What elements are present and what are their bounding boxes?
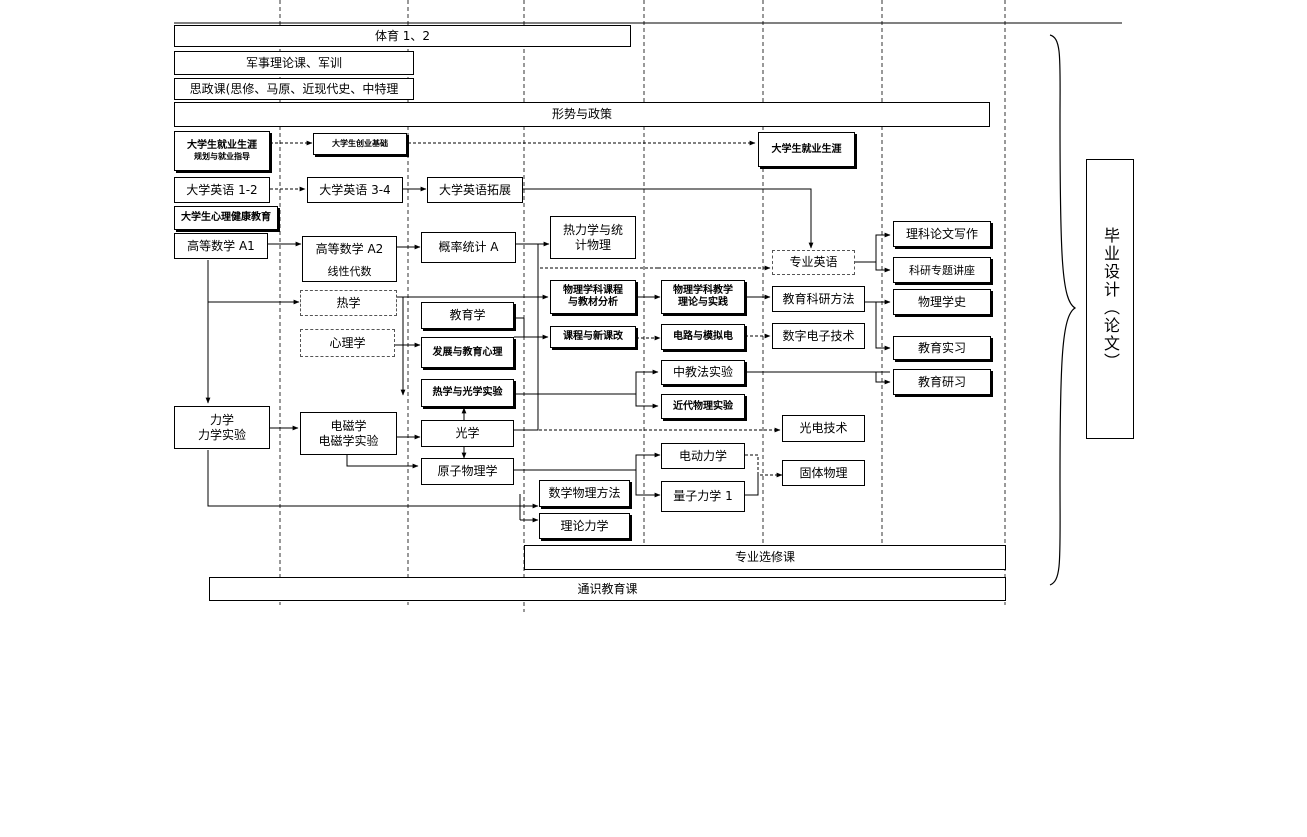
- course-electrodynamics: 电动力学: [661, 443, 745, 469]
- course-thesis-label: 毕业设计（论文）: [1101, 227, 1120, 371]
- course-military: 军事理论课、军训: [174, 51, 414, 75]
- course-curriculum-reform: 课程与新课改: [550, 326, 636, 348]
- course-general: 通识教育课: [209, 577, 1006, 601]
- course-optoelectronics: 光电技术: [782, 415, 865, 442]
- course-curriculum-analysis: 物理学科课程 与教材分析: [550, 280, 636, 314]
- course-policy: 形势与政策: [174, 102, 990, 127]
- course-english-ext: 大学英语拓展: [427, 177, 523, 203]
- course-prob: 概率统计 A: [421, 232, 516, 263]
- course-internship: 教育研习: [893, 369, 991, 395]
- course-math-a1: 高等数学 A1: [174, 233, 268, 259]
- course-career1-title: 大学生就业生涯: [187, 140, 257, 151]
- course-career1-sub: 规划与就业指导: [194, 152, 250, 161]
- course-psychology: 心理学: [300, 329, 395, 357]
- course-em: 电磁学 电磁学实验: [300, 412, 397, 455]
- course-dev-psych: 发展与教育心理: [421, 337, 514, 368]
- course-politics: 思政课(思修、马原、近现代史、中特理: [174, 78, 414, 100]
- course-optics: 光学: [421, 420, 514, 447]
- course-pedagogy: 教育学: [421, 302, 514, 329]
- course-pe: 体育 1、2: [174, 25, 631, 47]
- course-math-a2: 高等数学 A2: [302, 236, 397, 262]
- course-quantum: 量子力学 1: [661, 481, 745, 512]
- course-career1: 大学生就业生涯 规划与就业指导: [174, 131, 270, 171]
- course-english34: 大学英语 3-4: [307, 177, 403, 203]
- course-career2: 大学生就业生涯: [758, 132, 855, 167]
- course-thermal: 热学: [300, 290, 397, 316]
- course-electronics: 电路与模拟电: [661, 324, 745, 350]
- course-electives: 专业选修课: [524, 545, 1006, 570]
- brace: [1049, 34, 1077, 586]
- course-lectures: 科研专题讲座: [893, 257, 991, 283]
- course-prof-english: 专业英语: [772, 250, 855, 275]
- course-linear: 线性代数: [302, 262, 397, 282]
- course-thermo-optics-lab: 热学与光学实验: [421, 379, 514, 407]
- course-math-methods: 数学物理方法: [539, 480, 630, 507]
- course-history: 物理学史: [893, 289, 991, 315]
- course-thermo-stat: 热力学与统 计物理: [550, 216, 636, 259]
- course-digital: 数字电子技术: [772, 323, 865, 349]
- course-solid: 固体物理: [782, 460, 865, 486]
- course-teaching-theory: 物理学科教学 理论与实践: [661, 280, 745, 314]
- course-modern-lab: 近代物理实验: [661, 394, 745, 419]
- course-mechanics: 力学 力学实验: [174, 406, 270, 449]
- course-theoretical-mech: 理论力学: [539, 513, 630, 539]
- course-atomic: 原子物理学: [421, 458, 514, 485]
- course-edu-research: 教育科研方法: [772, 286, 865, 312]
- course-thesis: 毕业设计（论文）: [1086, 159, 1134, 439]
- course-entrepreneur: 大学生创业基础: [313, 133, 407, 155]
- course-mental: 大学生心理健康教育: [174, 206, 278, 230]
- course-practice: 教育实习: [893, 336, 991, 360]
- course-sci-writing: 理科论文写作: [893, 221, 991, 247]
- course-middle-lab: 中教法实验: [661, 360, 745, 385]
- course-english12: 大学英语 1-2: [174, 177, 270, 203]
